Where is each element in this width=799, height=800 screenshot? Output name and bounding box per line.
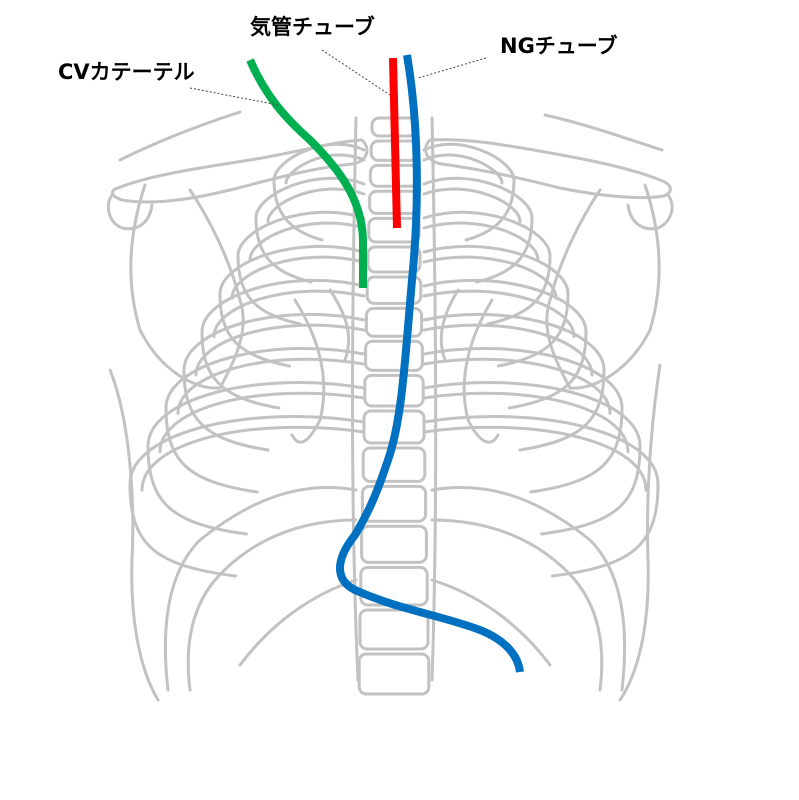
rib-left bbox=[254, 176, 366, 284]
scapulae bbox=[108, 183, 662, 702]
rib-right bbox=[422, 415, 660, 578]
leader-lines bbox=[189, 49, 487, 106]
vertebra bbox=[366, 245, 422, 274]
rib-inner-right bbox=[422, 289, 576, 339]
rib-right bbox=[422, 210, 552, 326]
vertebra bbox=[360, 524, 428, 564]
rib-inner-right bbox=[422, 187, 522, 223]
rib-inner-left bbox=[212, 289, 366, 339]
rib-left bbox=[236, 210, 366, 326]
rib-inner-left bbox=[140, 425, 366, 492]
rib-left bbox=[164, 347, 366, 494]
rib-inner-right bbox=[422, 255, 558, 300]
ng-tube-line bbox=[336, 54, 524, 673]
skeleton-outline bbox=[106, 110, 674, 702]
humeri bbox=[106, 193, 674, 231]
neck-lines bbox=[118, 110, 664, 162]
rib-inner-right bbox=[422, 221, 540, 262]
rib-left bbox=[128, 415, 366, 578]
ribs bbox=[128, 142, 660, 578]
trachea-tube-leader bbox=[321, 49, 391, 96]
rib-right bbox=[422, 278, 588, 410]
rib-left bbox=[200, 278, 366, 410]
trachea-tube-line bbox=[389, 57, 401, 229]
vertebra bbox=[363, 373, 425, 408]
rib-inner-right bbox=[422, 323, 594, 377]
labels: 気管チューブ NGチューブ CVカテーテル bbox=[58, 15, 618, 84]
vertebra bbox=[358, 608, 430, 651]
rib-right bbox=[422, 176, 534, 284]
rib-right bbox=[422, 347, 624, 494]
vertebra bbox=[364, 306, 424, 338]
rib-inner-right bbox=[422, 425, 648, 492]
rib-inner-left bbox=[176, 357, 366, 415]
costal-margins bbox=[163, 288, 627, 692]
rib-inner-left bbox=[230, 255, 366, 300]
trachea-tube-label: 気管チューブ bbox=[250, 15, 375, 39]
rib-inner-left bbox=[284, 153, 366, 185]
tubes bbox=[246, 54, 524, 673]
cv-catheter-leader bbox=[189, 87, 279, 106]
clavicles bbox=[111, 138, 672, 204]
cv-catheter-line bbox=[246, 58, 367, 288]
cv-catheter-label: CVカテーテル bbox=[58, 60, 195, 84]
ng-tube-label: NGチューブ bbox=[500, 34, 618, 58]
vertebra bbox=[357, 652, 431, 696]
rib-right bbox=[422, 381, 642, 536]
ng-tube-leader bbox=[417, 57, 487, 79]
vertebra bbox=[364, 339, 424, 372]
rib-inner-left bbox=[248, 221, 366, 262]
rib-inner-right bbox=[422, 153, 504, 185]
rib-inner-right bbox=[422, 357, 612, 415]
rib-inner-left bbox=[194, 323, 366, 377]
rib-left bbox=[146, 381, 366, 536]
